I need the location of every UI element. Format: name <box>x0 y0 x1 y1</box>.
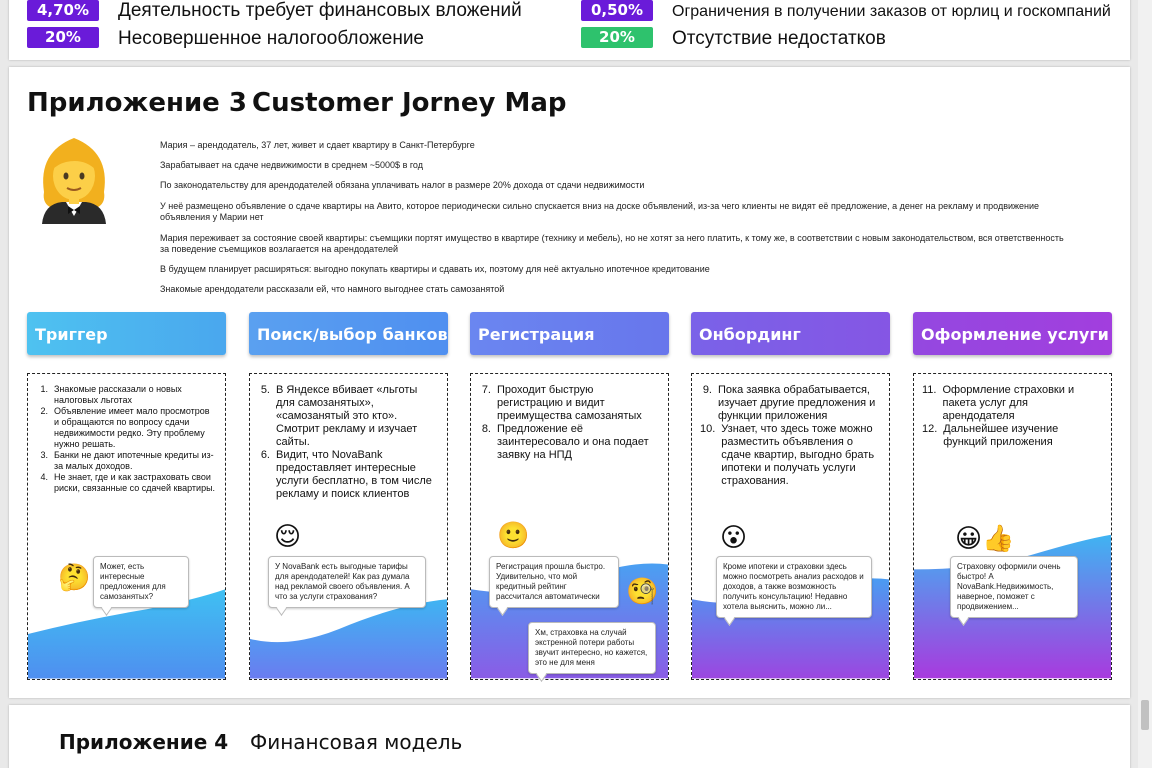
stage-steps: 7.Проходит быструю регистрацию и видит п… <box>479 384 660 462</box>
appendix4-page <box>9 705 1130 768</box>
step-item: 8.Предложение её заинтересовало и она по… <box>481 423 649 461</box>
appendix-number: Приложение 3 <box>27 88 247 118</box>
stage-header-trigger: Триггер <box>27 312 226 355</box>
step-item: 1.Знакомые рассказали о новых налоговых … <box>40 384 182 405</box>
stage-steps: 9.Пока заявка обрабатывается, изучает др… <box>700 384 881 488</box>
percent-badge: 0,50% <box>581 0 653 21</box>
stage-card-bank-search: 5.В Яндексе вбивает «льготы для самозаня… <box>249 373 448 680</box>
step-item: 7.Проходит быструю регистрацию и видит п… <box>481 384 642 422</box>
thought-bubble: Регистрация прошла быстро. Удивительно, … <box>489 556 619 608</box>
step-item: 10.Узнает, что здесь тоже можно размести… <box>700 423 875 487</box>
step-item: 12.Дальнейшее изучение функций приложени… <box>922 423 1059 448</box>
weakness-text: Ограничения в получении заказов от юрлиц… <box>672 3 1111 20</box>
percent-badge: 4,70% <box>27 0 99 21</box>
thought-bubble: Может, есть интересные предложения для с… <box>93 556 189 608</box>
step-item: 4.Не знает, где и как застраховать свои … <box>40 472 216 493</box>
relieved-face-icon: 😌 <box>274 522 302 552</box>
scrollbar-thumb[interactable] <box>1141 700 1149 730</box>
persona-line: У неё размещено объявление о сдаче кварт… <box>160 201 1040 222</box>
weakness-text: Отсутствие недостатков <box>672 28 886 49</box>
stage-steps: 5.В Яндексе вбивает «льготы для самозаня… <box>258 384 439 501</box>
woman-emoji-icon <box>42 138 106 224</box>
persona-line: По законодательству для арендодателей об… <box>160 180 645 190</box>
stage-steps: 1.Знакомые рассказали о новых налоговых … <box>36 384 217 494</box>
stage-header-bank-search: Поиск/выбор банков <box>249 312 448 355</box>
stage-card-onboarding: 9.Пока заявка обрабатывается, изучает др… <box>691 373 890 680</box>
persona-line: Мария переживает за состояние своей квар… <box>160 233 1064 254</box>
thought-bubble: Хм, страховка на случай экстренной потер… <box>528 622 656 674</box>
thought-bubble: Кроме ипотеки и страховки здесь можно по… <box>716 556 872 618</box>
persona-line: Мария – арендодатель, 37 лет, живет и сд… <box>160 140 475 150</box>
weakness-text: Несовершенное налогообложение <box>118 28 424 49</box>
grin-thumbs-up-icon: 😀👍 <box>955 524 1015 554</box>
percent-badge: 20% <box>581 27 653 48</box>
stage-header-onboarding: Онбординг <box>691 312 890 355</box>
thought-bubble: Страховку оформили очень быстро! А NovaB… <box>950 556 1078 618</box>
monocle-face-icon: 🧐 <box>626 577 659 607</box>
appendix-number: Приложение 4 <box>59 730 229 754</box>
stage-header-registration: Регистрация <box>470 312 669 355</box>
vertical-scrollbar[interactable] <box>1138 0 1152 768</box>
weakness-text: Деятельность требует финансовых вложений <box>118 0 522 21</box>
stage-card-trigger: 1.Знакомые рассказали о новых налоговых … <box>27 373 226 680</box>
section-title: Финансовая модель <box>250 730 463 754</box>
persona-line: Знакомые арендодатели рассказали ей, что… <box>160 284 505 294</box>
persona-line: В будущем планирует расширяться: выгодно… <box>160 264 710 274</box>
previous-page <box>9 0 1130 60</box>
surprised-face-icon: 😮 <box>720 523 748 553</box>
thought-bubble: У NovaBank есть выгодные тарифы для арен… <box>268 556 426 608</box>
page-title: Customer Jorney Map <box>252 88 567 118</box>
percent-badge: 20% <box>27 27 99 48</box>
thinking-face-icon: 🤔 <box>58 563 91 593</box>
step-item: 11.Оформление страховки и пакета услуг д… <box>922 384 1075 422</box>
step-item: 6.Видит, что NovaBank предоставляет инте… <box>260 449 432 500</box>
step-item: 3.Банки не дают ипотечные кредиты из-за … <box>40 450 214 471</box>
step-item: 2.Объявление имеет мало просмотров и обр… <box>40 406 210 449</box>
smiling-face-icon: 🙂 <box>497 521 530 551</box>
persona-line: Зарабатывает на сдаче недвижимости в сре… <box>160 160 423 170</box>
step-item: 5.В Яндексе вбивает «льготы для самозаня… <box>260 384 418 448</box>
stage-card-service: 11.Оформление страховки и пакета услуг д… <box>913 373 1112 680</box>
step-item: 9.Пока заявка обрабатывается, изучает др… <box>702 384 876 422</box>
wave-decoration <box>250 599 447 679</box>
stage-header-service: Оформление услуги <box>913 312 1112 355</box>
wave-decoration <box>28 589 225 679</box>
stage-steps: 11.Оформление страховки и пакета услуг д… <box>922 384 1103 449</box>
